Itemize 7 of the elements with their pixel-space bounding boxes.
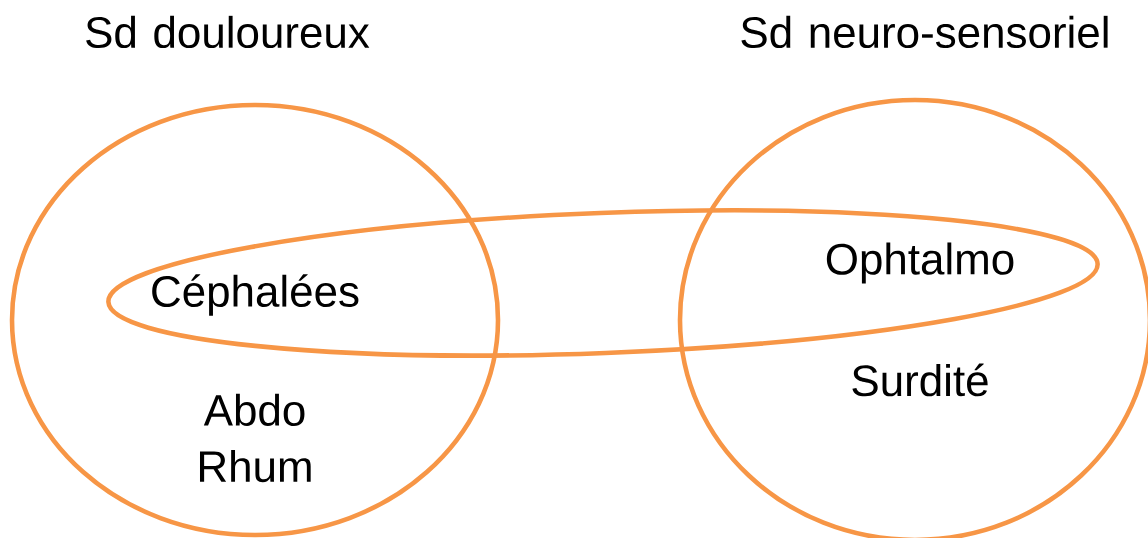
set-item: Surdité bbox=[852, 363, 988, 397]
set-title: Sd neuro-sensoriel bbox=[741, 15, 1108, 49]
set-item: Céphalées bbox=[152, 274, 359, 316]
set-item: Ophtalmo bbox=[826, 242, 1014, 284]
set-title: Sd douloureux bbox=[86, 15, 370, 49]
set-item: Abdo Rhum bbox=[200, 393, 311, 483]
set-ellipse bbox=[9, 102, 501, 538]
